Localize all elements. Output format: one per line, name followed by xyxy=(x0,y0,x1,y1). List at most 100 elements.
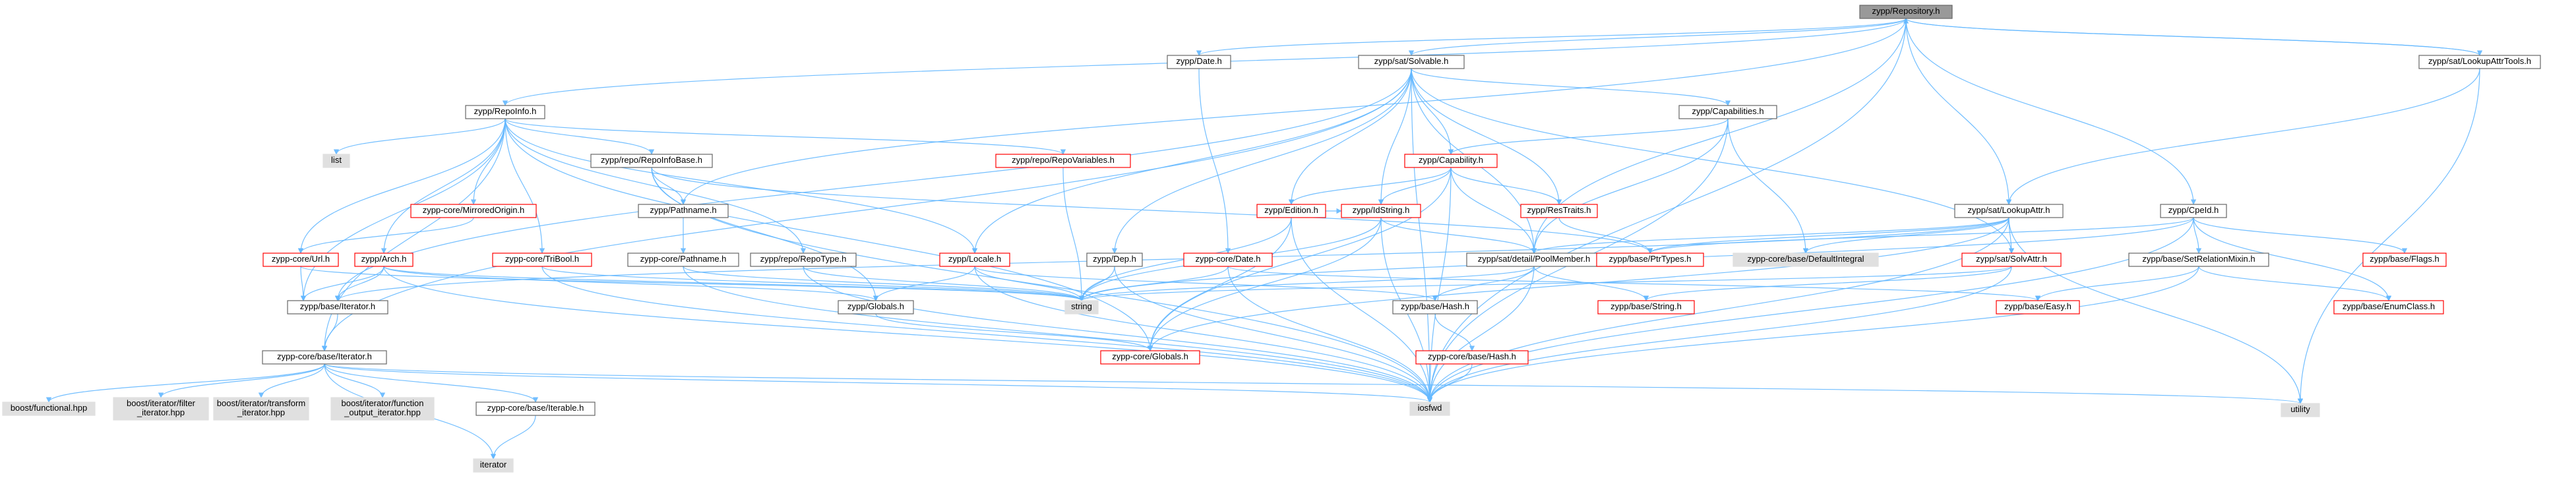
node-zypp-core-globals-h[interactable]: zypp-core/Globals.h xyxy=(1100,350,1200,365)
node-label: zypp/repo/RepoInfoBase.h xyxy=(601,155,702,165)
node-label: zypp/sat/Solvable.h xyxy=(1374,56,1449,66)
edge-lookupattr-to-iosfwd xyxy=(1426,217,2009,403)
edge-iterable-to-iterator xyxy=(490,415,536,460)
node-zypp-cpeid-h[interactable]: zypp/CpeId.h xyxy=(2160,204,2227,218)
edge-cpeid-to-enumclass xyxy=(2193,217,2392,301)
edge-repotype-to-iosfwd xyxy=(803,266,1433,403)
node-zypp-capabilities-h[interactable]: zypp/Capabilities.h xyxy=(1678,105,1777,119)
edge-hash-to-corehash xyxy=(1434,313,1475,351)
edge-baseiterator-to-coreiterator xyxy=(321,313,338,351)
node-label: boost/iterator/transform_iterator.hpp xyxy=(217,398,305,417)
node-zypp-base-iterator-h[interactable]: zypp/base/Iterator.h xyxy=(287,300,388,314)
edge-capabilities-to-defaultintegral xyxy=(1727,118,1809,254)
node-zypp-base-flags-h[interactable]: zypp/base/Flags.h xyxy=(2362,253,2447,267)
edge-lookupattr-to-poolmember xyxy=(1531,217,2009,254)
node-zypp-locale-h[interactable]: zypp/Locale.h xyxy=(939,253,1010,267)
node-zypp-base-setrelationmixin-h[interactable]: zypp/base/SetRelationMixin.h xyxy=(2128,253,2269,267)
edge-lookupattr-to-utility xyxy=(2008,217,2304,404)
edge-setrelationmixin-to-iosfwd xyxy=(1426,266,2199,403)
node-zypp-base-easy-h[interactable]: zypp/base/Easy.h xyxy=(1996,300,2080,314)
node-zypp-repoinfo-h[interactable]: zypp/RepoInfo.h xyxy=(465,105,545,119)
edge-solvable-to-capability xyxy=(1411,68,1454,155)
node-zypp-repository-h[interactable]: zypp/Repository.h xyxy=(1859,5,1953,19)
node-zypp-base-hash-h[interactable]: zypp/base/Hash.h xyxy=(1392,300,1478,314)
node-zypp-restraits-h[interactable]: zypp/ResTraits.h xyxy=(1520,204,1598,218)
node-boost-functional-hpp[interactable]: boost/functional.hpp xyxy=(2,402,96,416)
node-zypp-core-date-h[interactable]: zypp-core/Date.h xyxy=(1183,253,1273,267)
node-zypp-sat-solvattr-h[interactable]: zypp/sat/SolvAttr.h xyxy=(1961,253,2062,267)
node-label: zypp-core/Date.h xyxy=(1196,254,1261,264)
node-zypp-date-h[interactable]: zypp/Date.h xyxy=(1167,55,1231,69)
node-boost-iterator-filter-iterator-hpp[interactable]: boost/iterator/filter_iterator.hpp xyxy=(113,397,209,421)
node-zypp-globals-h[interactable]: zypp/Globals.h xyxy=(838,300,914,314)
node-box xyxy=(2281,403,2320,417)
node-zypp-sat-detail-poolmember-h[interactable]: zypp/sat/detail/PoolMember.h xyxy=(1466,253,1602,267)
edge-repo-to-iosfwd xyxy=(1426,18,1907,403)
node-label: zypp/base/EnumClass.h xyxy=(2343,301,2435,311)
edge-poolmember-to-iosfwd xyxy=(1426,266,1535,403)
node-zypp-pathname-h[interactable]: zypp/Pathname.h xyxy=(638,204,729,218)
node-box xyxy=(1392,300,1478,314)
node-boost-iterator-transform-iterator-hpp[interactable]: boost/iterator/transform_iterator.hpp xyxy=(213,397,309,421)
node-box xyxy=(475,402,596,416)
node-zypp-sat-lookupattr-h[interactable]: zypp/sat/LookupAttr.h xyxy=(1954,204,2064,218)
node-label: zypp/base/String.h xyxy=(1610,301,1682,311)
node-box xyxy=(2,402,96,416)
edge-repoinfo-to-coreiterator xyxy=(321,118,506,351)
node-label: zypp-core/Url.h xyxy=(272,254,330,264)
node-iosfwd[interactable]: iosfwd xyxy=(1409,402,1450,416)
edge-lookupattr-to-ptrtypes xyxy=(1647,217,2009,254)
node-zypp-core-base-iterator-h[interactable]: zypp-core/base/Iterator.h xyxy=(262,350,387,365)
node-list[interactable]: list xyxy=(322,154,350,168)
edge-mirroredorigin-to-url xyxy=(297,217,474,254)
edge-repoinfo-to-list xyxy=(333,118,506,155)
node-zypp-core-base-iterable-h[interactable]: zypp-core/base/Iterable.h xyxy=(475,402,596,416)
node-label: zypp/base/PtrTypes.h xyxy=(1609,254,1691,264)
node-zypp-idstring-h[interactable]: zypp/IdString.h xyxy=(1341,204,1421,218)
node-zypp-core-tribool-h[interactable]: zypp-core/TriBool.h xyxy=(492,253,592,267)
node-box xyxy=(1167,55,1231,69)
node-zypp-base-string-h[interactable]: zypp/base/String.h xyxy=(1597,300,1695,314)
node-zypp-edition-h[interactable]: zypp/Edition.h xyxy=(1256,204,1326,218)
edge-cpeid-to-flags xyxy=(2193,217,2408,254)
node-label: zypp/ResTraits.h xyxy=(1527,205,1591,215)
node-zypp-core-mirroredorigin-h[interactable]: zypp-core/MirroredOrigin.h xyxy=(410,204,537,218)
edge-coredate-to-string xyxy=(1078,266,1229,301)
node-zypp-sat-lookupattrtools-h[interactable]: zypp/sat/LookupAttrTools.h xyxy=(2418,55,2541,69)
node-zypp-core-url-h[interactable]: zypp-core/Url.h xyxy=(262,253,339,267)
node-iterator[interactable]: iterator xyxy=(473,458,514,473)
edge-coreiterator-to-boostfunctional xyxy=(46,363,325,403)
node-label: zypp/Capabilities.h xyxy=(1692,106,1763,116)
edge-arch-to-baseiterator xyxy=(334,266,384,301)
node-zypp-repo-repovariables-h[interactable]: zypp/repo/RepoVariables.h xyxy=(995,154,1131,168)
node-label: zypp/repo/RepoType.h xyxy=(760,254,847,264)
node-zypp-core-pathname-h[interactable]: zypp-core/Pathname.h xyxy=(627,253,739,267)
node-zypp-dep-h[interactable]: zypp/Dep.h xyxy=(1086,253,1143,267)
node-box xyxy=(1996,300,2080,314)
edge-repoinfo-to-set xyxy=(300,118,506,301)
node-boost-iterator-function-output-iterator-hpp[interactable]: boost/iterator/function_output_iterator.… xyxy=(330,397,435,421)
node-zypp-sat-solvable-h[interactable]: zypp/sat/Solvable.h xyxy=(1358,55,1465,69)
node-utility[interactable]: utility xyxy=(2281,403,2320,417)
node-zypp-arch-h[interactable]: zypp/Arch.h xyxy=(354,253,414,267)
node-label: zypp/Arch.h xyxy=(361,254,407,264)
edge-lookupattrtools-to-repo xyxy=(1903,18,2480,56)
node-label: iosfwd xyxy=(1418,403,1442,413)
node-zypp-capability-h[interactable]: zypp/Capability.h xyxy=(1404,154,1498,168)
node-label: boost/iterator/function_output_iterator.… xyxy=(341,398,423,417)
node-string[interactable]: string xyxy=(1064,300,1099,314)
edge-capability-to-poolmember xyxy=(1450,167,1537,254)
edge-locale-to-globals xyxy=(873,266,975,301)
node-zypp-core-base-hash-h[interactable]: zypp-core/base/Hash.h xyxy=(1415,350,1529,365)
node-box xyxy=(492,253,592,267)
node-box xyxy=(410,204,537,218)
node-zypp-repo-repotype-h[interactable]: zypp/repo/RepoType.h xyxy=(750,253,857,267)
node-zypp-core-base-defaultintegral[interactable]: zypp-core/base/DefaultIntegral xyxy=(1733,253,1879,267)
edge-arch-to-iosfwd xyxy=(383,266,1433,403)
node-zypp-repo-repoinfobase-h[interactable]: zypp/repo/RepoInfoBase.h xyxy=(590,154,713,168)
node-box xyxy=(1597,300,1695,314)
edge-solvattr-to-basestring xyxy=(1643,266,2012,301)
node-zypp-base-ptrtypes-h[interactable]: zypp/base/PtrTypes.h xyxy=(1596,253,1704,267)
node-zypp-base-enumclass-h[interactable]: zypp/base/EnumClass.h xyxy=(2333,300,2444,314)
